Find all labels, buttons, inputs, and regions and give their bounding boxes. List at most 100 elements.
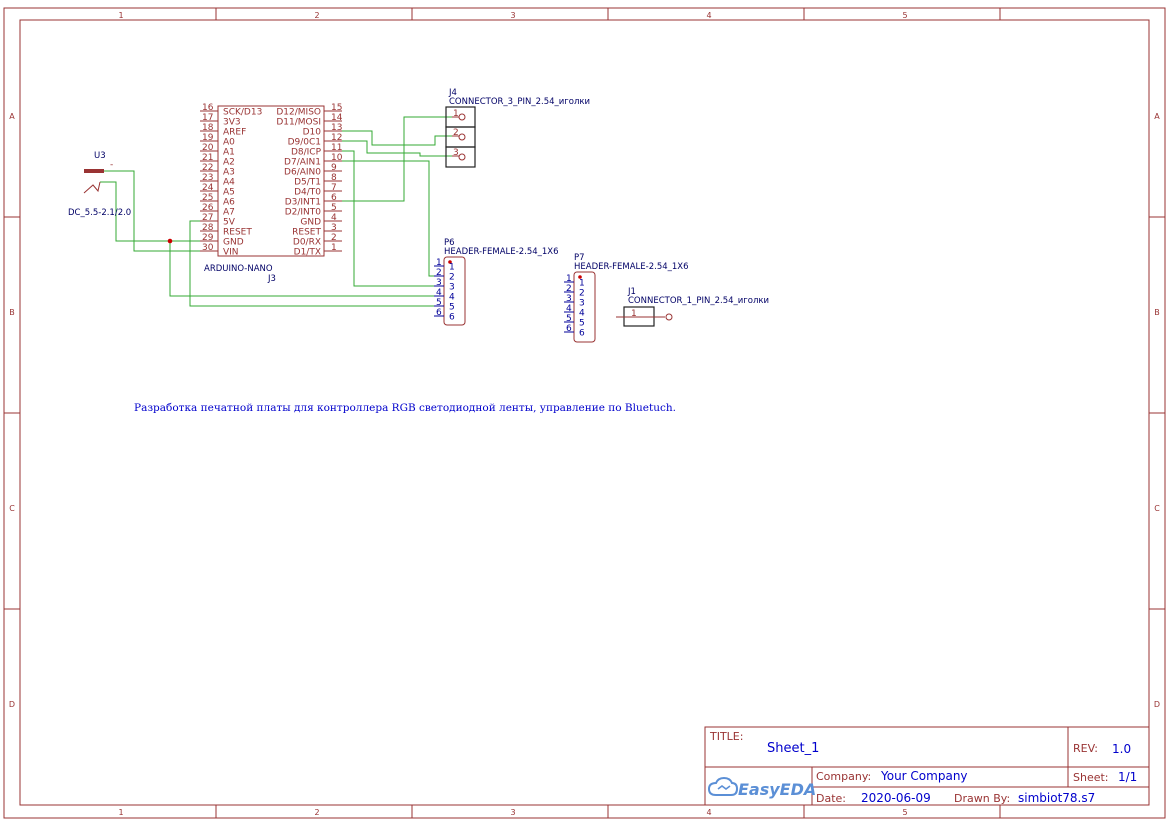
u3-dc-jack[interactable]: U3 - DC_5.5-2.1/2.0: [68, 151, 131, 218]
p7-pin-num-inner-2: 2: [579, 289, 585, 299]
p6-ref: P6: [444, 238, 455, 248]
p7-pin-num-outer-6: 6: [566, 324, 572, 334]
j4-pin-1[interactable]: [458, 113, 466, 121]
j3-right-pin-name-9: D6/AIN0: [284, 168, 321, 178]
j3-left-pin-num-30: 30: [202, 243, 214, 253]
drawn-by-label: Drawn By:: [954, 792, 1010, 805]
row-label-a: A: [9, 112, 15, 121]
j3-right-pin-name-10: D7/AIN1: [284, 158, 321, 168]
j3-value: ARDUINO-NANO: [204, 264, 273, 274]
p7-pin-num-outer-4: 4: [566, 304, 572, 314]
sheet-label: Sheet:: [1073, 771, 1109, 784]
wire-5v[interactable]: [189, 220, 440, 307]
title-block-border: [704, 726, 1150, 806]
j3-left-pin-name-25: A6: [223, 198, 235, 208]
date-label: Date:: [816, 792, 846, 805]
wire-d10[interactable]: [334, 130, 452, 146]
j3-right-pin-num-2: 2: [331, 233, 337, 243]
wire-d9[interactable]: [334, 140, 452, 157]
j3-right-pin-name-14: D11/MOSI: [276, 118, 321, 128]
j3-left-pin-name-27: 5V: [223, 218, 236, 228]
u3-pin-body: [84, 169, 104, 173]
j3-right-pin-num-14: 14: [331, 113, 343, 123]
p6-pin-num-inner-5: 5: [449, 303, 455, 313]
row-label-b: B: [9, 308, 15, 317]
j4-value: CONNECTOR_3_PIN_2.54_иголки: [449, 97, 590, 107]
j3-left-pin-num-29: 29: [202, 233, 214, 243]
col-label-5-bottom: 5: [902, 808, 907, 817]
p6-pin-num-outer-2: 2: [436, 268, 442, 278]
j4-cell-2: [445, 126, 476, 148]
p6-pin-num-outer-4: 4: [436, 288, 442, 298]
u3-minus-mark: -: [110, 160, 113, 170]
j3-left-pin-num-27: 27: [202, 213, 213, 223]
j3-right-pin-name-3: RESET: [292, 228, 321, 238]
p6-pin-num-inner-6: 6: [449, 313, 455, 323]
j3-left-pin-name-22: A3: [223, 168, 235, 178]
j3-left-pin-num-25: 25: [202, 193, 213, 203]
p7-pin-num-inner-5: 5: [579, 319, 585, 329]
j3-left-pin-name-26: A7: [223, 208, 235, 218]
wire-gnd-u3[interactable]: [100, 181, 200, 242]
wire-vin[interactable]: [104, 170, 200, 252]
row-label-d: D: [9, 700, 15, 709]
row-label-c-right: C: [1154, 504, 1160, 513]
j3-right-pin-name-5: D2/INT0: [285, 208, 322, 218]
j1-pin-1[interactable]: [665, 313, 673, 321]
j3-left-pin-name-20: A1: [223, 148, 235, 158]
j3-left-pin-name-19: A0: [223, 138, 235, 148]
wire-d3[interactable]: [334, 116, 452, 202]
j1-connector-1pin[interactable]: J1 CONNECTOR_1_PIN_2.54_иголки 1: [616, 287, 769, 327]
j3-right-pin-name-11: D8/ICP: [291, 148, 322, 158]
p6-pin-num-inner-1: 1: [449, 263, 455, 273]
j3-left-pin-name-23: A4: [223, 178, 235, 188]
p6-pin-num-outer-5: 5: [436, 298, 442, 308]
j3-left-pin-num-18: 18: [202, 123, 214, 133]
j3-left-pin-name-17: 3V3: [223, 118, 241, 128]
rev-value: 1.0: [1112, 742, 1131, 756]
drawn-by-value: simbiot78.s7: [1018, 791, 1095, 805]
j3-right-pin-num-15: 15: [331, 103, 342, 113]
j4-connector-3pin[interactable]: J4 CONNECTOR_3_PIN_2.54_иголки 1 2 3: [445, 88, 590, 168]
col-label-1: 1: [118, 11, 123, 20]
j3-right-pin-num-4: 4: [331, 213, 337, 223]
wire-d8[interactable]: [334, 150, 440, 287]
j3-left-pin-num-20: 20: [202, 143, 214, 153]
j3-left-pin-num-24: 24: [202, 183, 214, 193]
j3-left-pin-name-21: A2: [223, 158, 235, 168]
wire-gnd-p6[interactable]: [169, 241, 440, 297]
j4-pin-2[interactable]: [458, 133, 466, 141]
j3-left-pin-num-16: 16: [202, 103, 214, 113]
j3-ref: J3: [267, 274, 276, 284]
rev-label: REV:: [1073, 742, 1098, 755]
p7-body: [573, 271, 596, 343]
j4-pin-3[interactable]: [458, 153, 466, 161]
j4-cell-3: [445, 146, 476, 168]
j3-left-pin-num-22: 22: [202, 163, 213, 173]
cloud-icon: [707, 776, 739, 796]
title-label: TITLE:: [709, 730, 743, 743]
j3-left-pin-num-26: 26: [202, 203, 214, 213]
j3-left-pin-name-24: A5: [223, 188, 235, 198]
p7-pin-num-outer-5: 5: [566, 314, 572, 324]
wire-d7[interactable]: [334, 160, 440, 277]
cloud-wave-icon: [717, 785, 731, 790]
p7-pin-num-outer-2: 2: [566, 284, 572, 294]
j3-right-pin-num-5: 5: [331, 203, 337, 213]
col-label-2-bottom: 2: [314, 808, 319, 817]
j1-ref: J1: [627, 287, 636, 297]
p6-pin-num-outer-6: 6: [436, 308, 442, 318]
j3-right-pin-name-2: D0/RX: [293, 238, 321, 248]
sheet-value: 1/1: [1118, 770, 1137, 784]
j3-right-pin-name-1: D1/TX: [294, 248, 321, 258]
u3-ground-tab: [83, 181, 101, 194]
u3-ref: U3: [94, 151, 106, 161]
p6-body: [443, 256, 466, 326]
